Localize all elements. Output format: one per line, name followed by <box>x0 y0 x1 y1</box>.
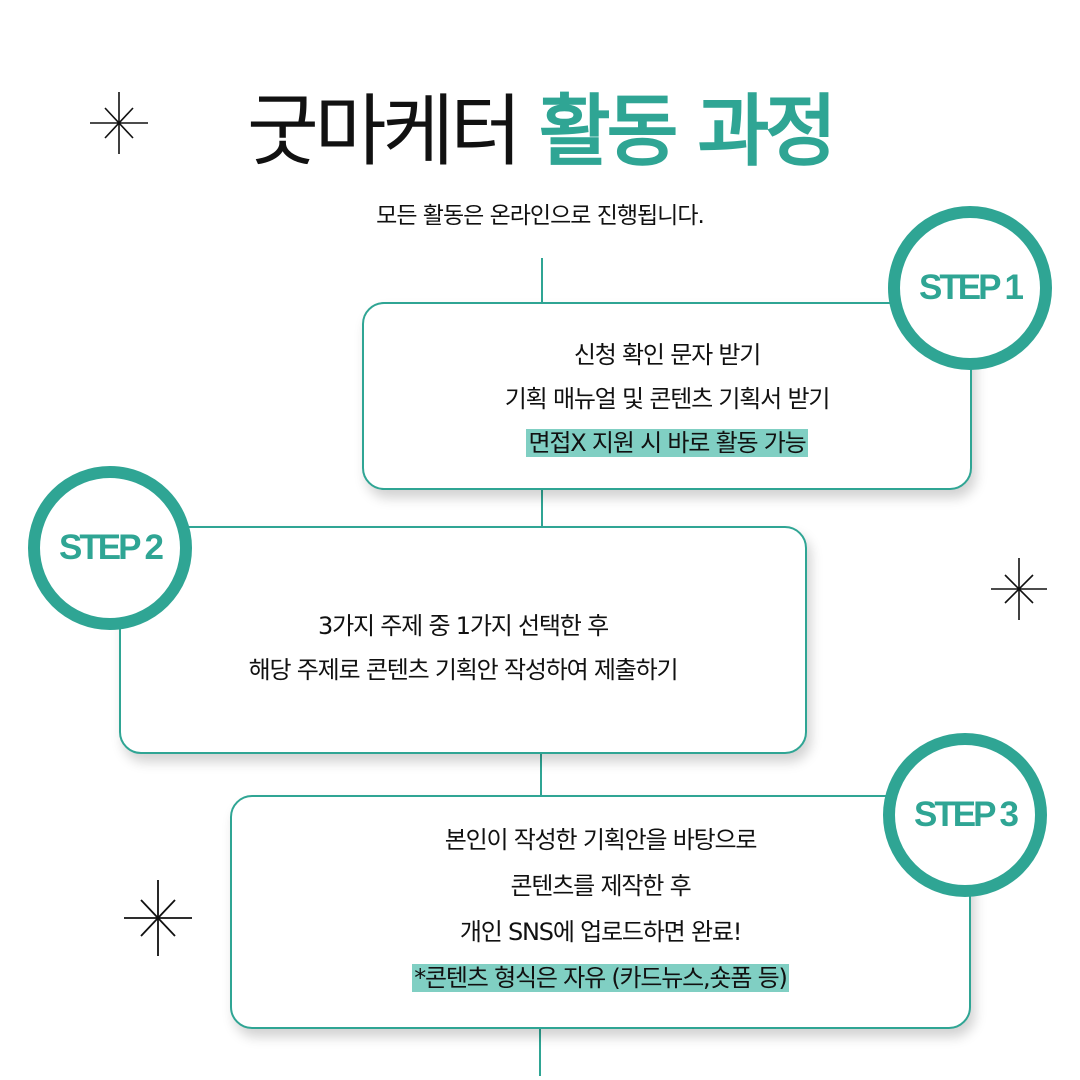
page-title: 굿마케터 활동 과정 <box>0 82 1080 182</box>
step-3-card: 본인이 작성한 기획안을 바탕으로 콘텐츠를 제작한 후 개인 SNS에 업로드… <box>230 795 971 1029</box>
step-text: 신청 확인 문자 받기 <box>573 341 762 369</box>
step-1-card: 신청 확인 문자 받기 기획 매뉴얼 및 콘텐츠 기획서 받기 면접X 지원 시… <box>362 302 972 490</box>
step-2-card: 3가지 주제 중 1가지 선택한 후 해당 주제로 콘텐츠 기획안 작성하여 제… <box>119 526 807 754</box>
sparkle-icon <box>90 92 148 154</box>
step-highlight: 면접X 지원 시 바로 활동 가능 <box>526 429 808 457</box>
step-text: 기획 매뉴얼 및 콘텐츠 기획서 받기 <box>504 385 831 413</box>
step-1-badge: STEP 1 <box>888 206 1052 370</box>
step-text: 본인이 작성한 기획안을 바탕으로 <box>444 826 758 854</box>
sparkle-icon <box>124 880 192 956</box>
step-text: 3가지 주제 중 1가지 선택한 후 <box>318 612 609 640</box>
connector-line <box>541 258 543 304</box>
connector-line <box>540 751 542 797</box>
sparkle-icon <box>991 558 1047 620</box>
title-accent: 활동 과정 <box>538 87 837 177</box>
step-3-badge: STEP 3 <box>883 733 1047 897</box>
step-text: 해당 주제로 콘텐츠 기획안 작성하여 제출하기 <box>248 656 679 684</box>
step-text: 콘텐츠를 제작한 후 <box>510 872 692 900</box>
step-highlight: *콘텐츠 형식은 자유 (카드뉴스,숏폼 등) <box>412 964 789 992</box>
step-2-badge: STEP 2 <box>28 466 192 630</box>
subtitle: 모든 활동은 온라인으로 진행됩니다. <box>376 203 705 229</box>
connector-line <box>539 1026 541 1076</box>
step-text: 개인 SNS에 업로드하면 완료! <box>459 918 743 946</box>
title-plain: 굿마케터 <box>246 87 522 177</box>
connector-line <box>541 488 543 528</box>
